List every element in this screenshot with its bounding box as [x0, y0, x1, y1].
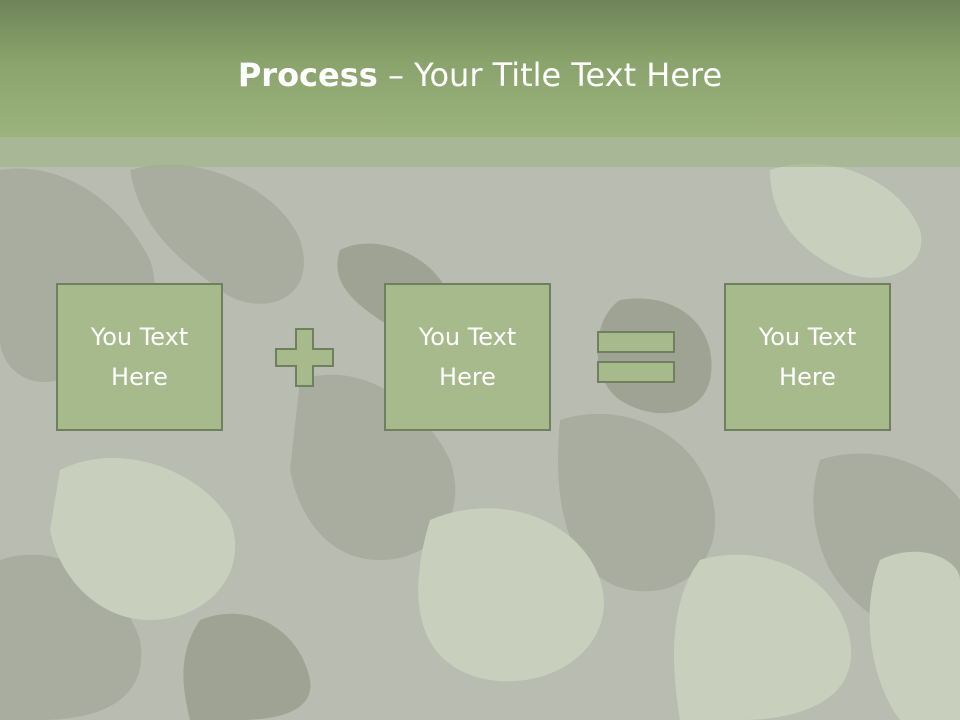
plus-icon: [275, 328, 334, 387]
process-box-1[interactable]: You Text Here: [56, 283, 223, 431]
title-bar: [0, 0, 960, 137]
slide-title: Process – Your Title Text Here: [0, 54, 960, 96]
title-rest: – Your Title Text Here: [377, 56, 723, 94]
process-box-2[interactable]: You Text Here: [384, 283, 551, 431]
process-box-3[interactable]: You Text Here: [724, 283, 891, 431]
title-band: [0, 137, 960, 167]
equals-icon: [597, 331, 675, 383]
title-strong: Process: [237, 56, 378, 94]
